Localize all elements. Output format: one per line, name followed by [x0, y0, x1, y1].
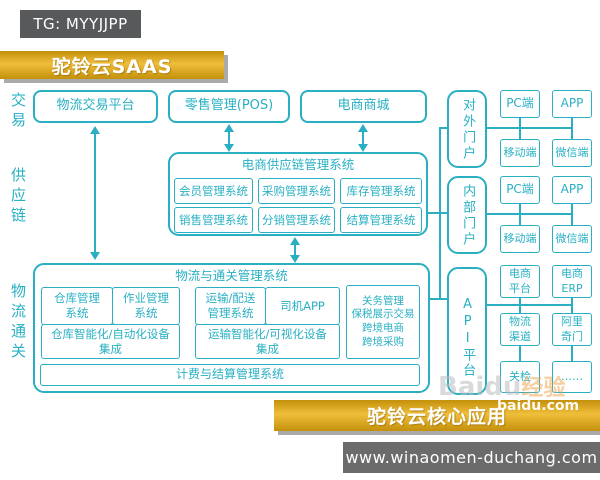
watermark-domain: baidu.com [497, 398, 580, 414]
box-distribution-mgmt: 分销管理系统 [258, 207, 335, 233]
api-platform-title: API平台 [460, 297, 476, 378]
box-settlement-mgmt: 结算管理系统 [340, 207, 422, 233]
connector-external-h [487, 127, 572, 129]
internal-portal-title: 内部门户 [460, 184, 476, 248]
top-banner: 驼铃云SAAS [0, 51, 224, 79]
box-external-mobile: 移动端 [500, 139, 540, 167]
box-internal-app: APP [552, 176, 592, 204]
side-label-supply-chain: 供应链 [9, 167, 27, 227]
logistics-title: 物流与通关管理系统 [175, 268, 288, 283]
box-billing-settlement: 计费与结算管理系统 [40, 364, 420, 386]
box-transport-integration: 运输智能化/可视化设备 集成 [195, 324, 340, 359]
box-operations-mgmt: 作业管理 系统 [112, 287, 180, 325]
box-api-platform: API平台 [447, 267, 487, 395]
watermark-logo: Baidu经验 [438, 370, 565, 402]
double-arrow-supplychain-logistics [290, 237, 300, 263]
box-internal-pc: PC端 [500, 176, 540, 204]
side-label-logistics-customs: 物流通关 [9, 283, 27, 363]
connector-api-v1 [519, 298, 521, 313]
connector-branch-external [441, 127, 448, 129]
supply-chain-title: 电商供应链管理系统 [241, 157, 355, 172]
external-portal-title: 对外门户 [460, 98, 476, 162]
box-api-customs-check: 关检 [500, 361, 540, 393]
tg-label: TG: MYYJJPP [20, 10, 141, 38]
box-internal-portal: 内部门户 [447, 176, 487, 254]
box-api-more: …… [552, 361, 592, 393]
connector-internal-v2 [571, 204, 573, 225]
watermark-suffix-text: 经验 [521, 376, 566, 401]
bottom-banner: 驼铃云核心应用 [274, 400, 600, 431]
connector-branch-internal [428, 212, 448, 214]
box-purchase-mgmt: 采购管理系统 [258, 178, 335, 204]
double-arrow-pos-supplychain [224, 124, 234, 152]
box-external-portal: 对外门户 [447, 90, 487, 168]
connector-internal-v1 [519, 204, 521, 225]
box-internal-mobile: 移动端 [500, 225, 540, 253]
watermark-brand-text: Baidu [438, 372, 522, 402]
box-external-app: APP [552, 90, 592, 118]
box-external-pc: PC端 [500, 90, 540, 118]
double-arrow-trading-logistics [90, 126, 100, 260]
connector-internal-h [487, 213, 572, 215]
connector-external-v2 [571, 118, 573, 139]
box-api-ecommerce-platform: 电商 平台 [500, 265, 540, 298]
box-sales-mgmt: 销售管理系统 [174, 207, 253, 233]
box-transport-mgmt: 运输/配送 管理系统 [195, 287, 266, 325]
box-inventory-mgmt: 库存管理系统 [340, 178, 422, 204]
box-warehouse-integration: 仓库智能化/自动化设备 集成 [41, 324, 180, 359]
box-api-ali-qimen: 阿里 奇门 [552, 313, 592, 346]
box-internal-wechat: 微信端 [552, 225, 592, 253]
box-external-wechat: 微信端 [552, 139, 592, 167]
box-api-logistics-channel: 物流 渠道 [500, 313, 540, 346]
double-arrow-mall-supplychain [358, 124, 368, 152]
box-api-ecommerce-erp: 电商 ERP [552, 265, 592, 298]
connector-external-v1 [519, 118, 521, 139]
side-label-trade: 交易 [9, 92, 27, 132]
connector-api-v3 [519, 346, 521, 361]
connector-api-h [487, 304, 572, 306]
box-warehouse-mgmt: 仓库管理 系统 [41, 287, 113, 325]
connector-api-v2 [571, 298, 573, 313]
connector-api-v4 [571, 346, 573, 361]
box-ecommerce-mall: 电商商城 [300, 90, 427, 123]
box-customs-mgmt: 关务管理 保税展示交易 跨境电商 跨境采购 [346, 285, 420, 359]
box-retail-pos: 零售管理(POS) [168, 90, 290, 123]
site-url-bar: www.winaomen-duchang.com [343, 442, 600, 473]
box-logistics-trading-platform: 物流交易平台 [33, 90, 158, 123]
box-member-mgmt: 会员管理系统 [174, 178, 253, 204]
connector-branch-api [430, 298, 448, 300]
box-driver-app: 司机APP [265, 287, 340, 325]
